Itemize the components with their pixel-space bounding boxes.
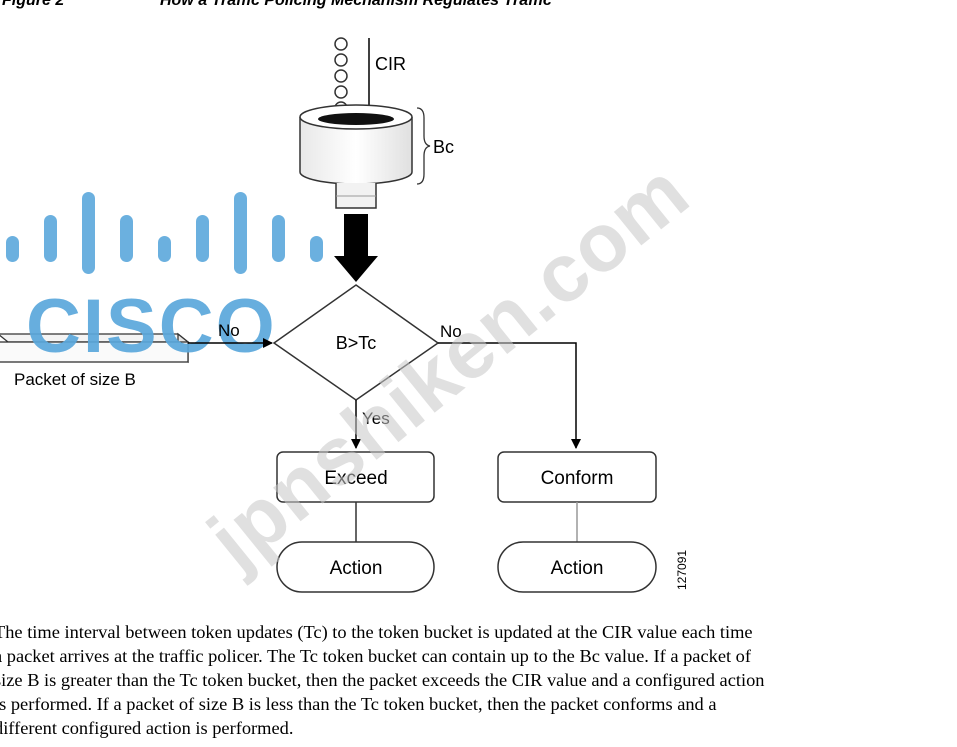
cir-label: CIR [375, 54, 406, 74]
token-circles [334, 37, 348, 115]
caption-line: a packet arrives at the traffic policer.… [0, 646, 752, 666]
exceed-action-label: Action [330, 558, 383, 579]
token-bucket [299, 104, 413, 209]
conform-label: Conform [541, 468, 614, 489]
figure-title: How a Traffic Policing Mechanism Regulat… [160, 0, 552, 9]
cisco-logo-watermark [6, 192, 323, 274]
figure-number: 127091 [675, 550, 689, 590]
packet-box [0, 332, 190, 364]
exceed-label: Exceed [324, 468, 387, 489]
no-left-label: No [218, 321, 240, 340]
yes-label: Yes [362, 409, 390, 428]
caption-paragraph: The time interval between token updates … [0, 620, 957, 740]
caption-line: is performed. If a packet of size B is l… [0, 694, 717, 714]
output-arrow [334, 214, 378, 282]
conform-action-pill [497, 541, 657, 593]
exceed-action-pill [276, 541, 435, 593]
caption-line: different configured action is performed… [0, 718, 294, 738]
decision-label: B>Tc [336, 333, 377, 353]
cisco-text-watermark: CISCO [26, 284, 277, 369]
caption-line: The time interval between token updates … [0, 622, 753, 642]
figure-header: Figure 2 How a Traffic Policing Mechanis… [0, 0, 957, 14]
bc-brace [416, 107, 431, 185]
policing-diagram: CIR Bc Packet of size B CISCO No B>Tc [0, 37, 706, 593]
bc-label: Bc [433, 137, 454, 157]
figure-label: Figure 2 [2, 0, 65, 9]
packet-label: Packet of size B [14, 370, 136, 389]
no-right-path [438, 342, 581, 449]
caption-line: size B is greater than the Tc token buck… [0, 670, 765, 690]
conform-action-label: Action [551, 558, 604, 579]
no-right-label: No [440, 322, 462, 341]
